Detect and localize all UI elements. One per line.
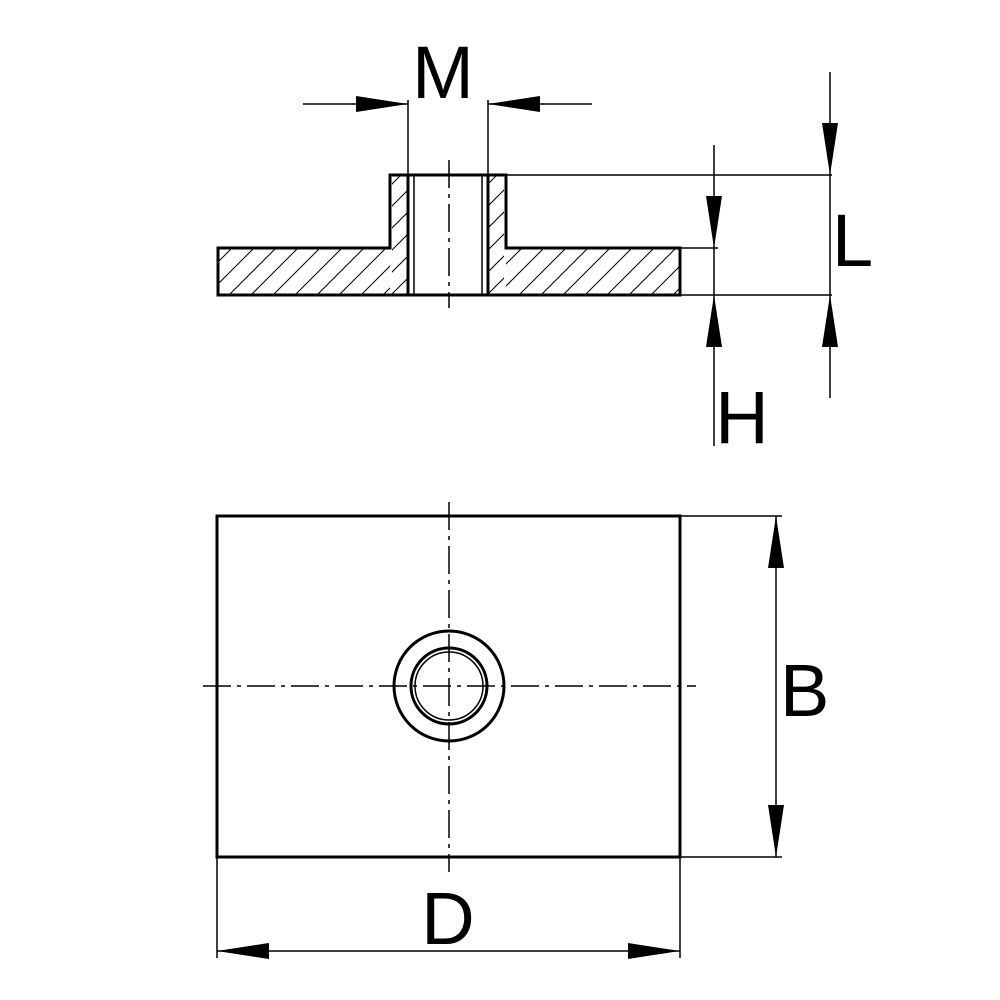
dimension-label-m: M <box>412 31 474 114</box>
dimension-label-b: B <box>780 649 829 732</box>
thread-circle <box>414 651 484 721</box>
dimension-label-l: L <box>832 199 873 282</box>
dimension-d: D <box>216 857 681 960</box>
section-outline <box>216 173 682 297</box>
section-hatching <box>218 176 680 294</box>
dimension-b: B <box>680 515 829 858</box>
bore-circle <box>409 646 489 726</box>
dimension-label-h: H <box>715 376 768 459</box>
dimension-l: L <box>506 72 873 398</box>
plan-view: B D <box>203 502 829 960</box>
dimension-label-d: D <box>421 877 474 960</box>
wall-left-hatch <box>392 176 408 294</box>
flange-left-hatch <box>218 248 390 294</box>
boss-outer-circle <box>392 629 506 743</box>
dimension-h: H <box>680 145 769 459</box>
section-view: M L H <box>216 31 873 459</box>
flange-right-hatch <box>506 248 680 294</box>
dimension-m: M <box>303 31 592 175</box>
wall-right-hatch <box>488 176 504 294</box>
